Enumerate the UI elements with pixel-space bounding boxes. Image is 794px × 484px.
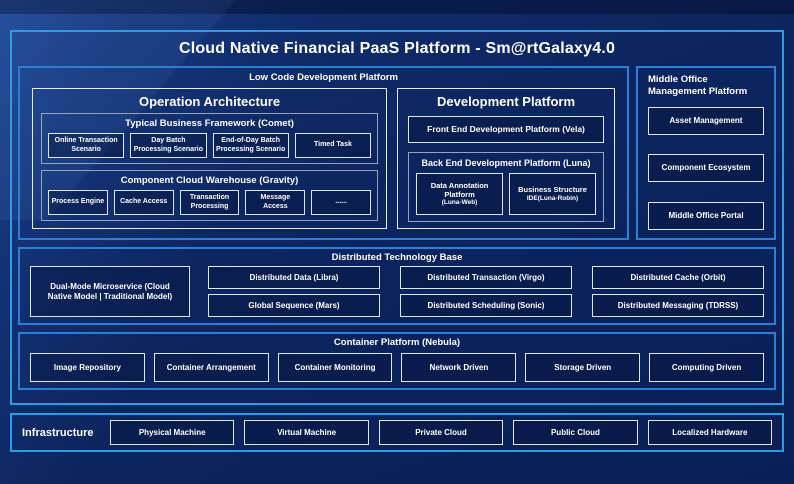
middle-office-title: Middle Office Management Platform (648, 74, 748, 98)
box-private-cloud: Private Cloud (378, 420, 504, 445)
leaf-code: (Luna-Web) (441, 199, 478, 207)
platform-diagram-panel: Cloud Native Financial PaaS Platform - S… (10, 30, 784, 405)
box-online-transaction-scenario: Online Transaction Scenario (48, 133, 125, 158)
distributed-body: Dual-Mode Microservice (Cloud Native Mod… (30, 266, 764, 317)
box-distributed-messaging-tdrss: Distributed Messaging (TDRSS) (592, 294, 764, 317)
middle-office-items: Asset Management Component Ecosystem Mid… (648, 106, 764, 230)
leaf-code: IDE(Luna-Robin) (526, 194, 579, 202)
operation-architecture-title: Operation Architecture (138, 94, 281, 109)
box-business-structure-ide-luna-robin: Business Structure IDE(Luna-Robin) (509, 173, 597, 215)
box-data-annotation-platform-luna-web: Data Annotation Platform (Luna-Web) (416, 173, 504, 215)
box-ellipsis: ...... (311, 190, 372, 215)
box-component-ecosystem: Component Ecosystem (648, 154, 764, 183)
page-title: Cloud Native Financial PaaS Platform - S… (178, 40, 616, 57)
low-code-body: Operation Architecture Typical Business … (20, 83, 627, 238)
section-distributed-technology-base: Distributed Technology Base Dual-Mode Mi… (18, 247, 776, 325)
box-process-engine: Process Engine (48, 190, 108, 215)
box-transaction-processing: Transaction Processing (179, 190, 240, 215)
box-physical-machine: Physical Machine (110, 420, 235, 445)
top-row: Low Code Development Platform Operation … (18, 66, 776, 240)
comet-items-row: Online Transaction Scenario Day Batch Pr… (48, 133, 372, 158)
box-message-access: Message Access (245, 190, 306, 215)
comet-title: Typical Business Framework (Comet) (125, 118, 294, 129)
box-public-cloud: Public Cloud (513, 420, 638, 445)
distributed-grid: Distributed Data (Libra) Distributed Tra… (208, 266, 764, 317)
box-container-monitoring: Container Monitoring (277, 353, 393, 382)
box-component-cloud-warehouse-gravity: Component Cloud Warehouse (Gravity) Proc… (41, 170, 379, 221)
low-code-title: Low Code Development Platform (249, 72, 398, 83)
box-distributed-cache-orbit: Distributed Cache (Orbit) (592, 266, 764, 289)
box-distributed-data-libra: Distributed Data (Libra) (208, 266, 380, 289)
box-computing-driven: Computing Driven (649, 353, 764, 382)
box-virtual-machine: Virtual Machine (244, 420, 369, 445)
back-end-title: Back End Development Platform (Luna) (421, 158, 591, 168)
box-day-batch-processing-scenario: Day Batch Processing Scenario (130, 133, 207, 158)
box-localized-hardware: Localized Hardware (647, 420, 773, 445)
box-storage-driven: Storage Driven (525, 353, 641, 382)
section-container-platform-nebula: Container Platform (Nebula) Image Reposi… (18, 332, 776, 390)
box-asset-management: Asset Management (648, 106, 764, 135)
development-platform-title: Development Platform (437, 94, 576, 109)
box-development-platform: Development Platform Front End Developme… (397, 88, 615, 229)
back-end-items-row: Data Annotation Platform (Luna-Web) Busi… (416, 173, 597, 215)
box-back-end-development-platform-luna: Back End Development Platform (Luna) Dat… (408, 152, 604, 222)
box-front-end-development-platform-vela: Front End Development Platform (Vela) (408, 116, 604, 143)
gravity-title: Component Cloud Warehouse (Gravity) (120, 175, 299, 186)
leaf-name: Business Structure (518, 185, 587, 195)
box-container-arrangement: Container Arrangement (153, 353, 269, 382)
gravity-items-row: Process Engine Cache Access Transaction … (48, 190, 372, 215)
box-operation-architecture: Operation Architecture Typical Business … (32, 88, 388, 229)
leaf-name: Data Annotation Platform (430, 180, 489, 199)
distributed-title: Distributed Technology Base (331, 252, 463, 263)
box-dual-mode-microservice: Dual-Mode Microservice (Cloud Native Mod… (30, 266, 190, 317)
box-distributed-scheduling-sonic: Distributed Scheduling (Sonic) (400, 294, 572, 317)
box-network-driven: Network Driven (401, 353, 517, 382)
box-global-sequence-mars: Global Sequence (Mars) (208, 294, 380, 317)
box-timed-task: Timed Task (294, 133, 372, 158)
infrastructure-items: Physical Machine Virtual Machine Private… (110, 420, 773, 445)
container-platform-title: Container Platform (Nebula) (333, 337, 461, 348)
box-image-repository: Image Repository (30, 353, 145, 382)
box-distributed-transaction-virgo: Distributed Transaction (Virgo) (400, 266, 572, 289)
container-platform-items: Image Repository Container Arrangement C… (30, 353, 764, 382)
section-low-code-development-platform: Low Code Development Platform Operation … (18, 66, 629, 240)
section-infrastructure: Infrastructure Physical Machine Virtual … (10, 413, 784, 452)
box-typical-business-framework-comet: Typical Business Framework (Comet) Onlin… (41, 113, 379, 164)
box-end-of-day-batch-processing-scenario: End-of-Day Batch Processing Scenario (212, 133, 289, 158)
section-middle-office-management-platform: Middle Office Management Platform Asset … (636, 66, 776, 240)
box-middle-office-portal: Middle Office Portal (648, 202, 764, 230)
infrastructure-title: Infrastructure (22, 426, 94, 439)
box-cache-access: Cache Access (113, 190, 174, 215)
